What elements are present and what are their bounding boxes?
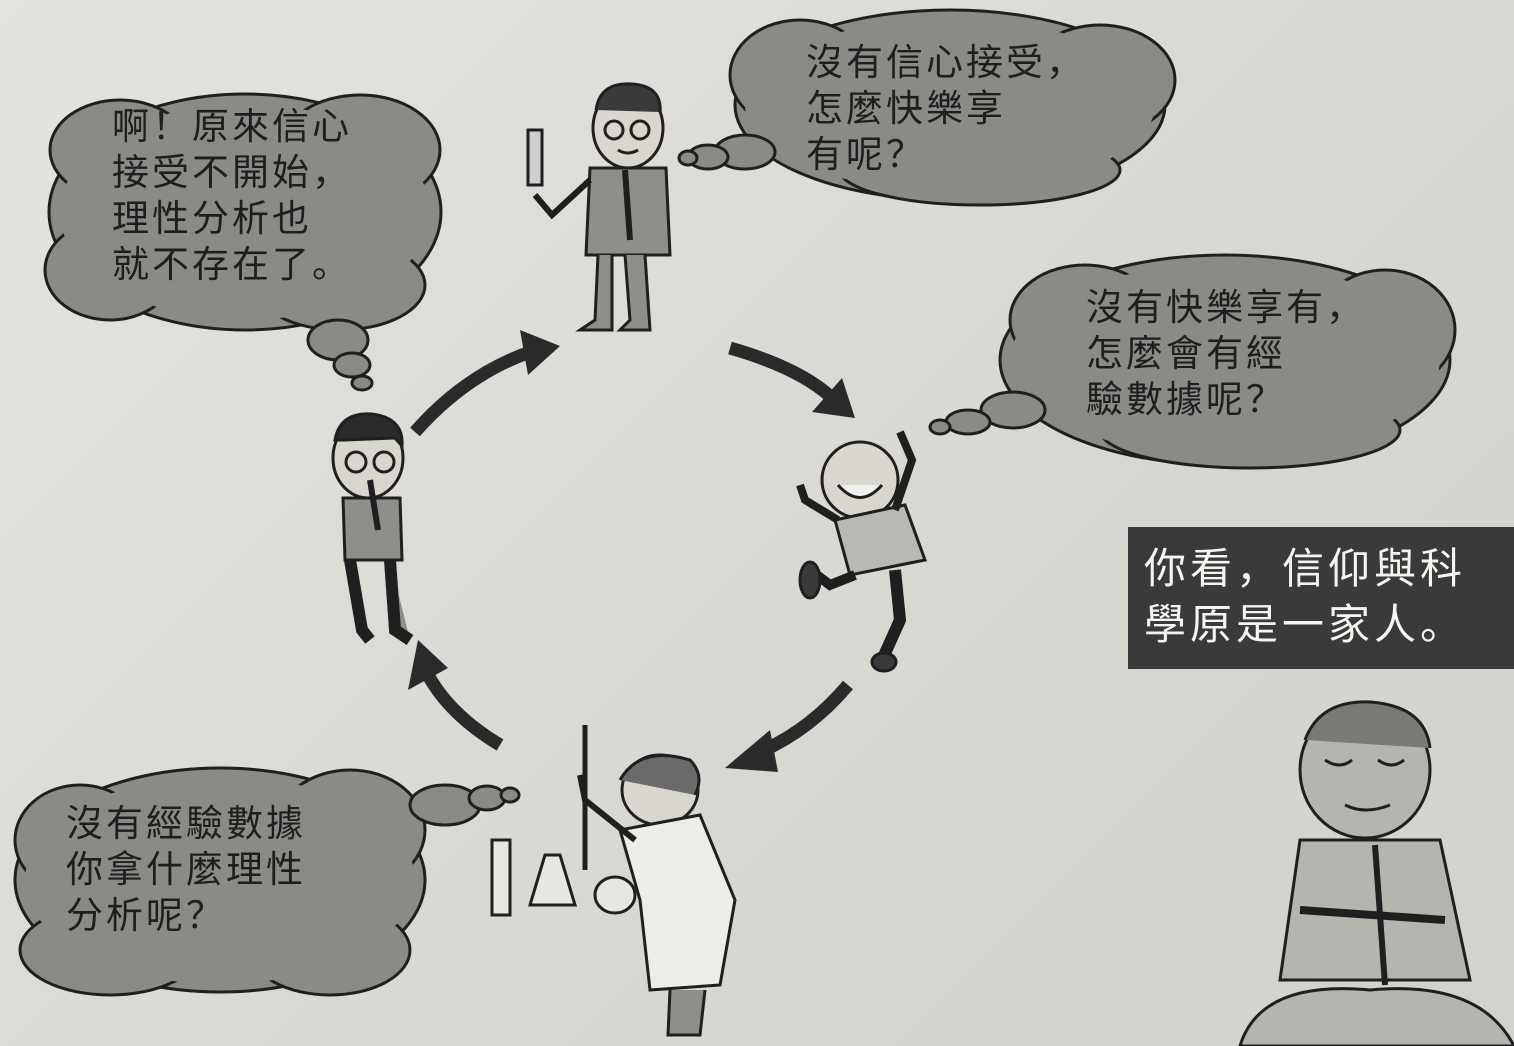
arrow-right-down bbox=[728, 341, 855, 418]
caption-text: 你看，信仰與科 學原是一家人。 bbox=[1144, 544, 1467, 649]
bubble-text-joy: 沒有信心接受， 怎麼快樂享 有呢？ bbox=[806, 41, 1086, 176]
cycle-arrows bbox=[408, 330, 855, 772]
bubble-text-experience: 沒有快樂享有， 怎麼會有經 驗數據呢？ bbox=[1086, 286, 1366, 421]
thinking-man-figure bbox=[331, 412, 414, 645]
thought-bubble-faith bbox=[43, 92, 443, 392]
scientist-figure bbox=[490, 725, 737, 1037]
jumping-happy-man-figure bbox=[796, 430, 928, 673]
bubble-text-reason: 沒有經驗數據 你拿什麼理性 分析呢？ bbox=[66, 802, 306, 937]
arrow-left-up bbox=[408, 640, 504, 751]
arrow-down-left bbox=[725, 680, 853, 772]
caption-banner: 你看，信仰與科 學原是一家人。 bbox=[1128, 527, 1514, 669]
arrow-up-right bbox=[410, 330, 560, 437]
thought-bubble-joy bbox=[677, 8, 1177, 207]
man-with-test-tube-figure bbox=[526, 82, 672, 332]
thought-bubble-reason bbox=[13, 766, 521, 997]
bubble-text-faith: 啊！原來信心 接受不開始， 理性分析也 就不存在了。 bbox=[112, 105, 352, 286]
thought-bubble-experience bbox=[928, 253, 1457, 470]
meditating-man-figure bbox=[1238, 700, 1514, 1046]
